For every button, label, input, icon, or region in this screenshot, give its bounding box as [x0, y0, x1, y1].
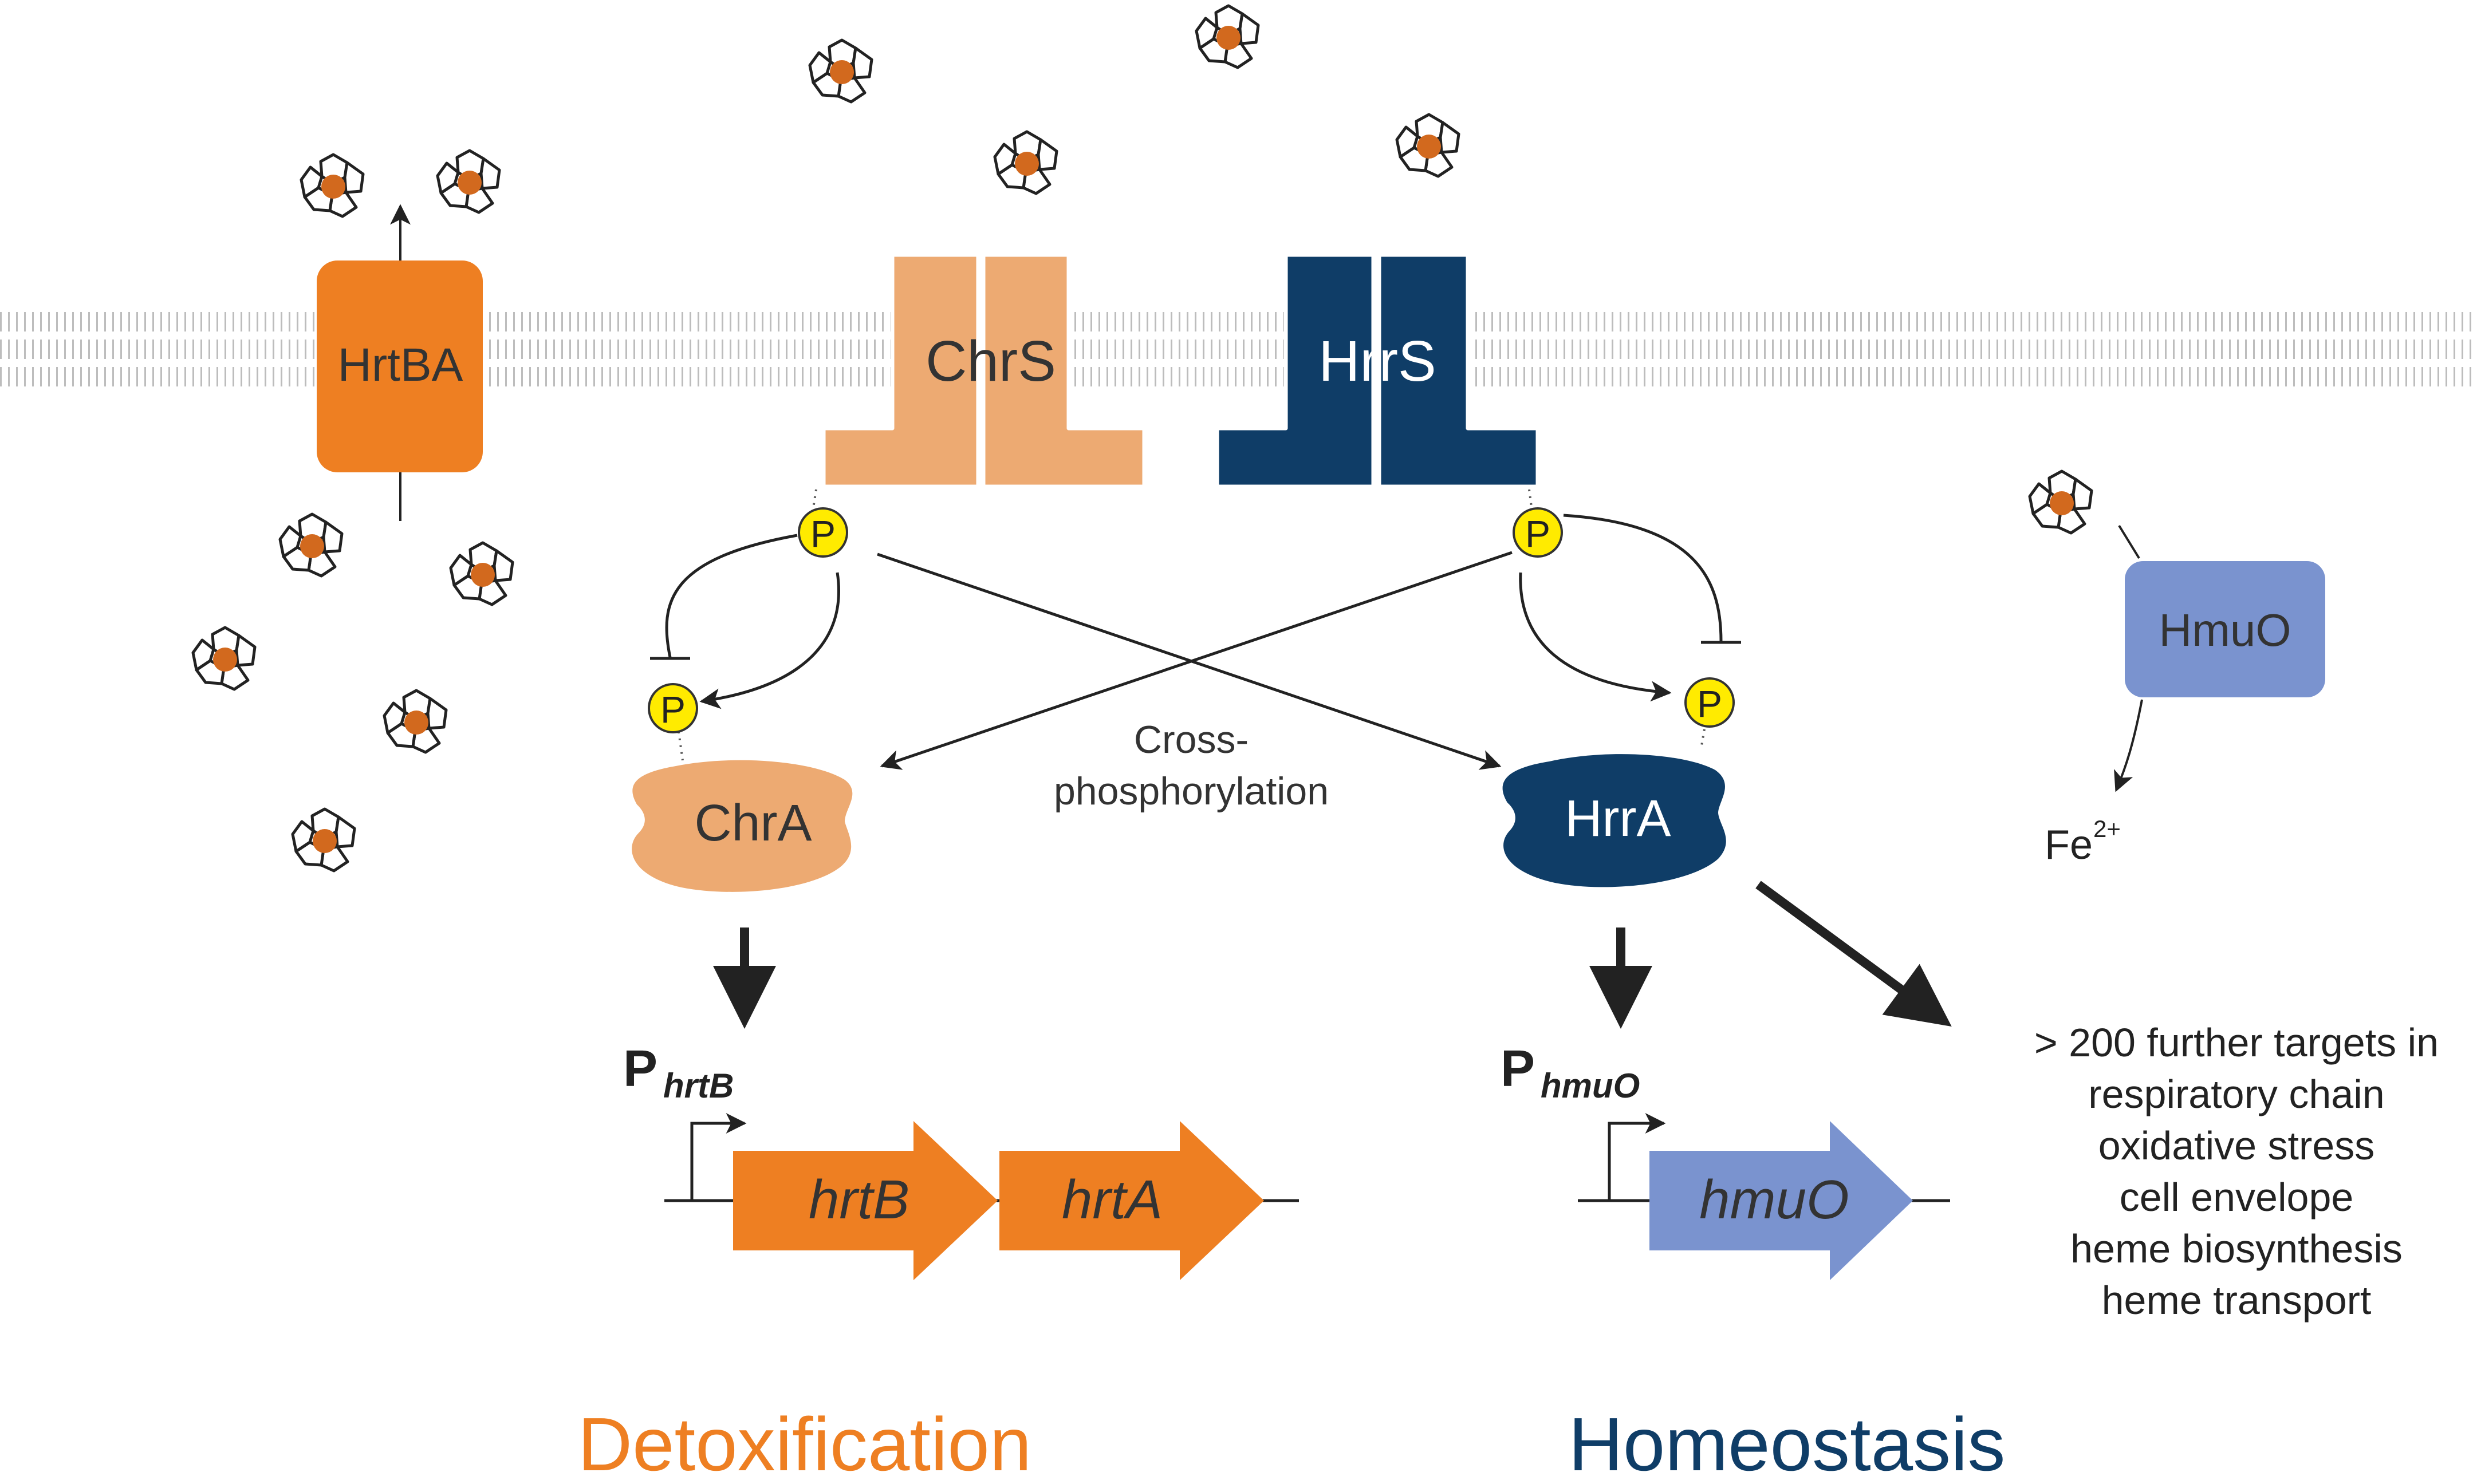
phosphate-icon: P [648, 683, 698, 733]
promoter-p: P [623, 1040, 657, 1098]
phosphate-icon: P [1513, 507, 1563, 558]
svg-text:phosphorylation: phosphorylation [1054, 769, 1329, 813]
hrtba-transporter: HrtBA [317, 204, 483, 521]
promoter-sub: hmuO [1541, 1067, 1640, 1105]
chrs-label: ChrS [926, 329, 1056, 393]
hrrs-to-hrra-arrow [1519, 572, 1672, 702]
heme-molecule-icon [384, 690, 446, 752]
hrra-response-regulator: HrrA [1502, 754, 1726, 887]
iron-charge: 2+ [2093, 815, 2121, 842]
gene-hmuo-arrow [1649, 1121, 1913, 1280]
heme-molecule-icon [1397, 115, 1459, 176]
transcription-start-icon [1608, 1113, 1666, 1201]
hmuo-gene: hmuO [1578, 1113, 1950, 1280]
target-item: heme transport [2102, 1278, 2372, 1323]
hrrs-sensor-kinase: HrrS [1215, 252, 1540, 489]
hrrs-inhibition-arc [1563, 514, 1723, 642]
target-item: cell envelope [2120, 1175, 2354, 1219]
svg-text:P: P [810, 512, 836, 555]
hmuo-label: HmuO [2159, 605, 2291, 656]
hmuo-box [2125, 561, 2325, 697]
heme-molecule-icon [2030, 471, 2092, 533]
cross-phosphorylation-label: Cross- phosphorylation [1054, 718, 1329, 813]
targets-header: > 200 further targets in [2034, 1020, 2439, 1065]
promoter-p: P [1501, 1040, 1535, 1098]
iron-label: Fe [2045, 822, 2093, 868]
outcome-detoxification: Detoxification [578, 1402, 1031, 1484]
hrtba-label: HrtBA [338, 339, 463, 391]
hmuo-enzyme: HmuO Fe 2+ [2045, 524, 2325, 868]
svg-text:Cross-: Cross- [1134, 718, 1249, 761]
hrtba-operon: hrtB hrtA [664, 1113, 1299, 1280]
activation-arrows [713, 881, 1952, 1029]
heme-molecule-icon [293, 809, 355, 871]
hrrs-label: HrrS [1318, 329, 1436, 393]
svg-text:P: P [1697, 682, 1722, 725]
target-item: oxidative stress [2098, 1123, 2374, 1168]
chrs-inhibition-arc [665, 534, 798, 658]
hrtba-box [317, 261, 483, 472]
promoter-hrtb: P hrtB [623, 1040, 734, 1105]
heme-molecule-icon [995, 132, 1057, 194]
heme-molecule-icon [438, 151, 499, 212]
signaling-arrows [650, 514, 1741, 770]
heme-molecule-icon [193, 627, 255, 689]
gene-hmuo-label: hmuO [1699, 1169, 1849, 1230]
heme-molecule-icon [451, 543, 513, 605]
chrs-sensor-kinase: ChrS [821, 252, 1147, 489]
chra-response-regulator: ChrA [632, 760, 853, 892]
svg-text:P: P [1525, 512, 1550, 555]
membrane-tails [0, 312, 2473, 386]
phosphate-groups: P P P P [648, 507, 1735, 733]
hmuo-to-iron-arrow [2114, 699, 2143, 792]
further-targets-list: > 200 further targets in respiratory cha… [2034, 1020, 2439, 1323]
heme-molecule-icon [301, 155, 363, 216]
target-item: heme biosynthesis [2070, 1226, 2403, 1271]
chra-label: ChrA [694, 795, 812, 852]
hrra-label: HrrA [1565, 790, 1671, 847]
heme-molecule-icon [280, 514, 342, 576]
svg-text:P: P [660, 688, 686, 731]
targets-activation-arrow [1755, 881, 1952, 1027]
target-item: respiratory chain [2088, 1072, 2384, 1116]
promoter-hmuo: P hmuO [1501, 1040, 1640, 1105]
phosphate-icon: P [798, 507, 848, 558]
membrane-inner-heads [0, 190, 2473, 203]
gene-hrta-arrow [999, 1121, 1264, 1280]
heme-molecule-icon [1196, 6, 1258, 68]
phosphate-icon: P [1684, 677, 1735, 728]
chrs-to-chra-arrow [699, 572, 840, 709]
gene-hrtb-label: hrtB [809, 1169, 909, 1230]
transcription-start-icon [690, 1113, 747, 1201]
promoter-sub: hrtB [663, 1067, 734, 1105]
heme-molecule-icon [810, 40, 872, 102]
hrrs-cross-arrow [880, 551, 1513, 770]
gene-hrtb-arrow [733, 1121, 998, 1280]
outcome-homeostasis: Homeostasis [1569, 1402, 2006, 1484]
gene-hrta-label: hrtA [1062, 1169, 1163, 1230]
chrs-cross-arrow [877, 552, 1502, 770]
heme-to-hmuo-line [2118, 524, 2140, 559]
